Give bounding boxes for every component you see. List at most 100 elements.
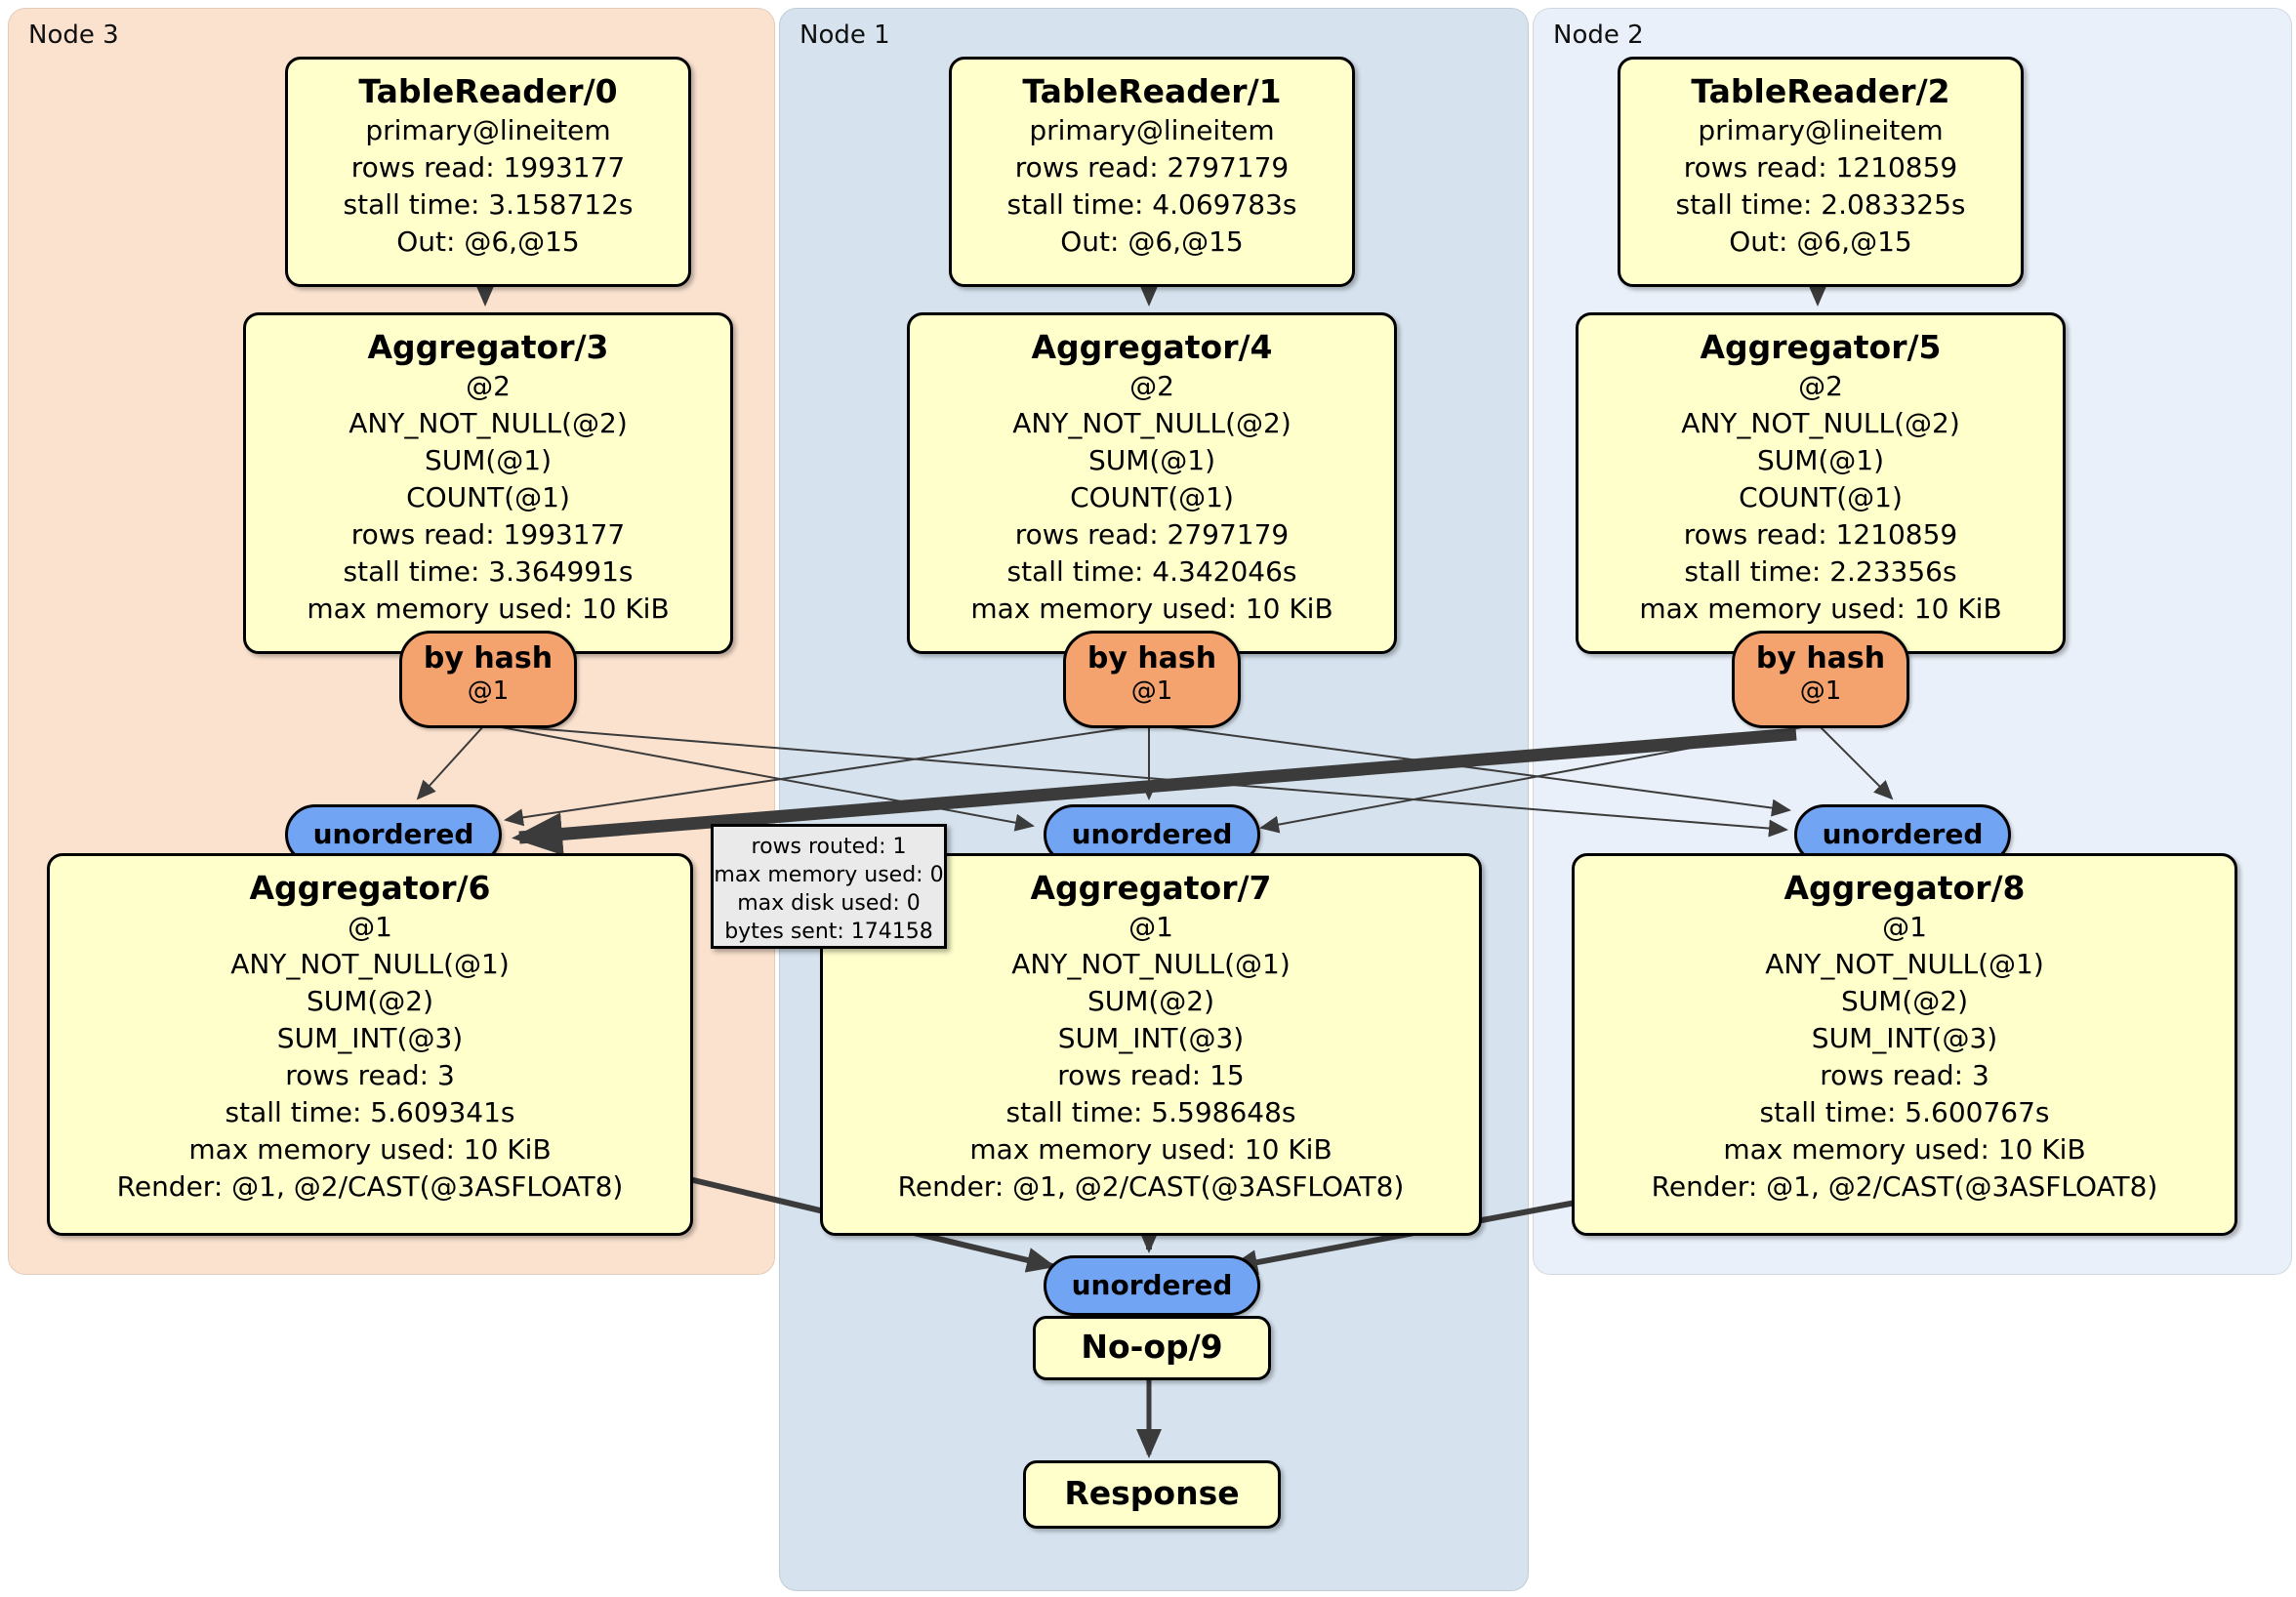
router-sub-label: @1 bbox=[467, 676, 510, 706]
router-label: by hash bbox=[1755, 641, 1886, 676]
op-line: SUM_INT(@3) bbox=[1057, 1022, 1245, 1054]
op-title: Aggregator/6 bbox=[249, 869, 491, 907]
op-box-aggregator-6: Aggregator/6 @1 ANY_NOT_NULL(@1) SUM(@2)… bbox=[47, 853, 693, 1236]
op-line: stall time: 5.609341s bbox=[225, 1096, 515, 1128]
node-label: Node 2 bbox=[1553, 20, 1644, 50]
op-line: primary@lineitem bbox=[1029, 114, 1275, 146]
router-label: by hash bbox=[423, 641, 554, 676]
op-line: SUM(@2) bbox=[306, 985, 434, 1017]
op-line: Render: @1, @2/CAST(@3ASFLOAT8) bbox=[897, 1170, 1405, 1203]
op-line: @2 bbox=[1129, 370, 1174, 402]
sync-badge-unordered-final[interactable]: unordered bbox=[1044, 1255, 1260, 1316]
op-box-tablereader-2: TableReader/2 primary@lineitem rows read… bbox=[1618, 57, 2024, 287]
op-box-response: Response bbox=[1023, 1460, 1281, 1529]
router-badge-by-hash-4[interactable]: by hash @1 bbox=[1063, 631, 1241, 728]
op-line: rows read: 2797179 bbox=[1014, 151, 1290, 184]
op-title: TableReader/2 bbox=[1691, 72, 1950, 110]
op-line: rows read: 3 bbox=[285, 1059, 455, 1091]
router-label: by hash bbox=[1086, 641, 1217, 676]
router-badge-by-hash-5[interactable]: by hash @1 bbox=[1732, 631, 1909, 728]
edge-tooltip: rows routed: 1 max memory used: 0 max di… bbox=[711, 824, 947, 949]
op-line: Render: @1, @2/CAST(@3ASFLOAT8) bbox=[1651, 1170, 2158, 1203]
op-line: COUNT(@1) bbox=[1070, 481, 1234, 513]
op-box-aggregator-3: Aggregator/3 @2 ANY_NOT_NULL(@2) SUM(@1)… bbox=[243, 312, 733, 654]
op-line: SUM(@2) bbox=[1840, 985, 1969, 1017]
op-line: max memory used: 10 KiB bbox=[970, 593, 1333, 625]
tooltip-line: bytes sent: 174158 bbox=[724, 920, 933, 944]
router-badge-by-hash-3[interactable]: by hash @1 bbox=[399, 631, 577, 728]
op-line: rows read: 1993177 bbox=[350, 151, 626, 184]
node-label: Node 1 bbox=[800, 20, 890, 50]
edge-router4-sync6[interactable] bbox=[504, 723, 1150, 827]
op-line: rows read: 1210859 bbox=[1683, 518, 1958, 551]
op-line: stall time: 5.598648s bbox=[1005, 1096, 1296, 1128]
edge-router4-sync8[interactable] bbox=[1148, 723, 1791, 817]
sync-label: unordered bbox=[1071, 818, 1233, 850]
op-line: rows read: 1210859 bbox=[1683, 151, 1958, 184]
edge-router5-sync6-highlighted[interactable] bbox=[512, 727, 1797, 856]
op-line: @1 bbox=[348, 911, 392, 943]
op-box-aggregator-4: Aggregator/4 @2 ANY_NOT_NULL(@2) SUM(@1)… bbox=[907, 312, 1397, 654]
op-line: stall time: 2.083325s bbox=[1675, 188, 1966, 221]
op-line: Render: @1, @2/CAST(@3ASFLOAT8) bbox=[116, 1170, 624, 1203]
op-line: ANY_NOT_NULL(@2) bbox=[348, 407, 628, 439]
sync-label: unordered bbox=[1071, 1269, 1233, 1301]
op-line: max memory used: 10 KiB bbox=[1723, 1133, 2086, 1166]
router-sub-label: @1 bbox=[1799, 676, 1842, 706]
op-line: ANY_NOT_NULL(@2) bbox=[1012, 407, 1292, 439]
op-line: stall time: 3.158712s bbox=[343, 188, 634, 221]
op-line: Out: @6,@15 bbox=[396, 225, 580, 258]
node-label: Node 3 bbox=[28, 20, 119, 50]
edge-router3-sync6[interactable] bbox=[416, 723, 486, 800]
op-line: rows read: 3 bbox=[1820, 1059, 1989, 1091]
op-line: stall time: 3.364991s bbox=[343, 555, 634, 588]
op-line: max memory used: 10 KiB bbox=[969, 1133, 1332, 1166]
op-line: COUNT(@1) bbox=[1739, 481, 1903, 513]
op-line: SUM(@1) bbox=[1087, 444, 1216, 476]
tooltip-line: max memory used: 0 bbox=[714, 863, 944, 887]
op-title: Aggregator/5 bbox=[1700, 328, 1942, 366]
op-box-tablereader-0: TableReader/0 primary@lineitem rows read… bbox=[285, 57, 691, 287]
op-line: SUM(@1) bbox=[1756, 444, 1885, 476]
op-line: SUM_INT(@3) bbox=[1811, 1022, 1998, 1054]
op-title: Aggregator/4 bbox=[1031, 328, 1273, 366]
op-title: Response bbox=[1064, 1474, 1240, 1512]
op-title: Aggregator/8 bbox=[1784, 869, 2026, 907]
op-line: max memory used: 10 KiB bbox=[188, 1133, 552, 1166]
op-line: primary@lineitem bbox=[365, 114, 611, 146]
op-line: max memory used: 10 KiB bbox=[307, 593, 670, 625]
op-box-tablereader-1: TableReader/1 primary@lineitem rows read… bbox=[949, 57, 1355, 287]
op-line: max memory used: 10 KiB bbox=[1639, 593, 2002, 625]
op-line: rows read: 1993177 bbox=[350, 518, 626, 551]
op-line: stall time: 5.600767s bbox=[1759, 1096, 2050, 1128]
op-line: COUNT(@1) bbox=[406, 481, 570, 513]
op-line: stall time: 4.069783s bbox=[1006, 188, 1297, 221]
router-sub-label: @1 bbox=[1130, 676, 1173, 706]
op-title: Aggregator/7 bbox=[1030, 869, 1272, 907]
edge-router3-sync8[interactable] bbox=[484, 723, 1788, 838]
sync-label: unordered bbox=[312, 818, 474, 850]
op-line: SUM(@2) bbox=[1086, 985, 1215, 1017]
op-line: @2 bbox=[1798, 370, 1843, 402]
op-line: @1 bbox=[1882, 911, 1927, 943]
op-title: TableReader/1 bbox=[1022, 72, 1282, 110]
edge-router5-sync8[interactable] bbox=[1817, 723, 1894, 800]
op-line: @1 bbox=[1128, 911, 1173, 943]
op-line: primary@lineitem bbox=[1698, 114, 1944, 146]
sync-label: unordered bbox=[1822, 818, 1984, 850]
op-line: rows read: 2797179 bbox=[1014, 518, 1290, 551]
op-title: Aggregator/3 bbox=[367, 328, 609, 366]
op-box-aggregator-8: Aggregator/8 @1 ANY_NOT_NULL(@1) SUM(@2)… bbox=[1572, 853, 2237, 1236]
op-line: SUM(@1) bbox=[424, 444, 553, 476]
op-box-aggregator-5: Aggregator/5 @2 ANY_NOT_NULL(@2) SUM(@1)… bbox=[1576, 312, 2066, 654]
op-title: No-op/9 bbox=[1081, 1328, 1223, 1366]
op-line: rows read: 15 bbox=[1057, 1059, 1245, 1091]
op-line: stall time: 4.342046s bbox=[1006, 555, 1297, 588]
op-line: ANY_NOT_NULL(@1) bbox=[1011, 948, 1291, 980]
op-line: ANY_NOT_NULL(@2) bbox=[1681, 407, 1960, 439]
op-line: SUM_INT(@3) bbox=[276, 1022, 464, 1054]
op-line: ANY_NOT_NULL(@1) bbox=[1765, 948, 2044, 980]
tooltip-line: rows routed: 1 bbox=[751, 835, 907, 859]
